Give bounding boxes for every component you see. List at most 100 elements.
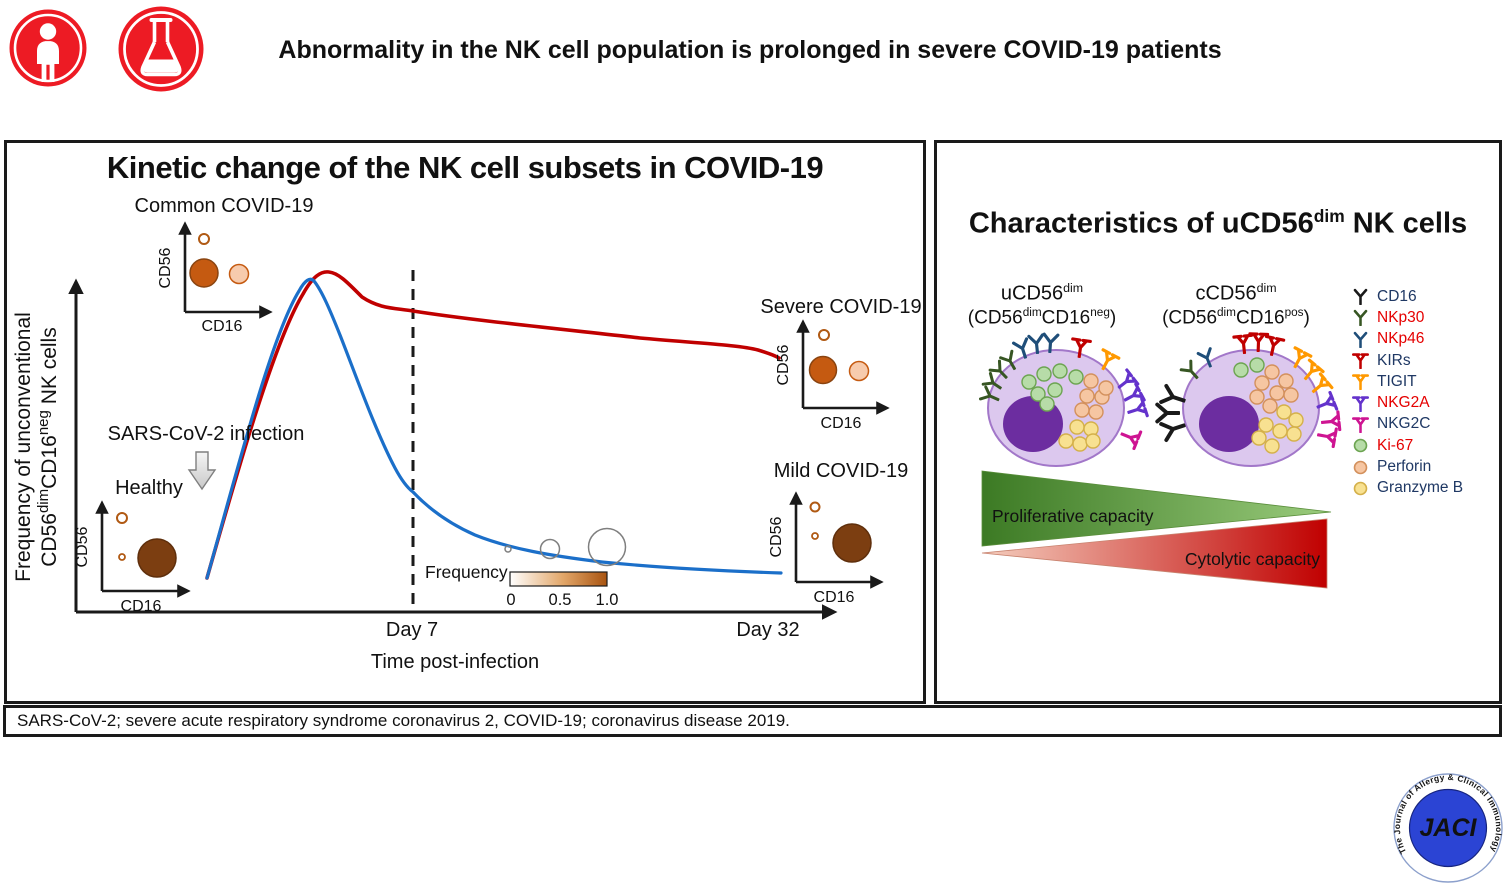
characteristics-panel-title: Characteristics of uCD56dim NK cells [940, 206, 1496, 241]
legend-row-nkg2c: NKG2C [1352, 414, 1502, 435]
colorbar-tick-0: 0 [506, 591, 515, 609]
cytolytic-capacity-wedge [981, 518, 1328, 589]
kinetics-chart: Frequency of unconventional CD56dimCD16n… [12, 195, 922, 673]
ccd56dim-label: cCD56dim (CD56dimCD16pos) [1162, 281, 1310, 328]
perforin-granule-icon [1353, 460, 1368, 474]
cd16-receptor-icon [1159, 415, 1189, 442]
legend-label: NKp30 [1377, 308, 1425, 326]
size-dot-large [587, 527, 627, 567]
nkp30-receptor-icon [1353, 310, 1368, 327]
mild-curve [205, 277, 783, 580]
kinetics-panel-title: Kinetic change of the NK cell subsets in… [106, 150, 824, 185]
population-dot-brown [832, 523, 872, 563]
ucd56dim-cell [979, 332, 1149, 467]
nkp46-receptor-icon [1353, 331, 1368, 348]
proliferative-capacity-wedge [981, 470, 1332, 547]
kir-receptor-icon [1352, 353, 1369, 370]
cd16-receptor-icon [1353, 288, 1368, 306]
population-dot-open-small [811, 532, 819, 540]
inset-healthy-ylabel: CD56 [74, 526, 91, 567]
kinetics-panel: Frequency of unconventional CD56dimCD16n… [4, 140, 926, 704]
population-dot-open [818, 329, 830, 341]
legend-row-nkg2a: NKG2A [1352, 392, 1502, 413]
inset-mild-title: Mild COVID-19 [774, 460, 908, 482]
nkg2c-receptor-icon [1315, 424, 1338, 449]
receptor-legend: CD16 NKp30 NKp46 KIRs TIGIT NKG2A NKG2C [1352, 286, 1502, 499]
legend-row-tigit: TIGIT [1352, 371, 1502, 392]
legend-row-kirs: KIRs [1352, 350, 1502, 371]
title-pre: Characteristics of uCD56 [968, 207, 1314, 240]
characteristics-panel: Proliferative capacity Cytolytic capacit… [934, 140, 1502, 704]
frequency-legend: Frequency 0 0.5 1.0 [425, 527, 627, 609]
perforin-granules [1249, 364, 1299, 414]
legend-label: CD16 [1377, 287, 1417, 305]
legend-label: NKp46 [1377, 330, 1425, 348]
y-axis-label-line1: Frequency of unconventional [12, 312, 35, 582]
tick-day32: Day 32 [736, 619, 799, 641]
nkg2c-receptor-icon [1352, 417, 1369, 433]
size-dot-medium [539, 538, 561, 560]
human-study-icon [9, 9, 87, 87]
inset-healthy-title: Healthy [115, 477, 183, 499]
population-dot-dark-orange [189, 258, 219, 288]
granzyme-b-granule-icon [1353, 481, 1368, 496]
legend-label: Granzyme B [1377, 479, 1464, 497]
footnote-bar: SARS-CoV-2; severe acute respiratory syn… [3, 705, 1502, 737]
inset-common-title: Common COVID-19 [135, 195, 314, 217]
infection-down-arrow [187, 451, 217, 491]
inset-common: Common COVID-19 CD56 CD16 [135, 195, 314, 335]
cytolytic-capacity-label: Cytolytic capacity [1185, 549, 1320, 569]
tick-day7: Day 7 [386, 619, 438, 641]
inset-severe: Severe COVID-19 CD56 CD16 [760, 296, 921, 432]
population-dot-dark-orange [808, 355, 838, 385]
inset-mild: Mild COVID-19 CD56 CD16 [768, 460, 908, 606]
title-sup: dim [1313, 206, 1345, 226]
page-title: Abnormality in the NK cell population is… [278, 36, 1222, 64]
nkg2a-receptor-icon [1352, 395, 1369, 412]
severe-curve [205, 270, 781, 580]
ki67-granule-icon [1353, 438, 1368, 453]
ki67-granules [1021, 363, 1084, 412]
infection-annotation: SARS-CoV-2 infection [108, 423, 305, 445]
inset-mild-ylabel: CD56 [768, 516, 785, 557]
population-dot-open [116, 512, 128, 524]
jaci-journal-logo: The Journal of Allergy & Clinical Immuno… [1392, 772, 1504, 883]
legend-label: NKG2A [1377, 394, 1430, 412]
nkg2a-receptor-icon [1124, 397, 1149, 423]
population-dot-open [809, 501, 821, 513]
legend-row-ki67: Ki-67 [1352, 435, 1502, 456]
size-dot-small [504, 545, 512, 553]
nkg2c-receptor-icon [1116, 424, 1143, 451]
ki67-granules [1233, 357, 1265, 378]
legend-label: Ki-67 [1377, 436, 1414, 454]
population-dot-brown [137, 538, 177, 578]
frequency-legend-title: Frequency [425, 562, 508, 582]
legend-label: NKG2C [1377, 415, 1431, 433]
inset-healthy: Healthy CD56 CD16 [74, 477, 191, 615]
ccd56dim-cell [1155, 332, 1342, 467]
proliferative-capacity-label: Proliferative capacity [992, 506, 1154, 526]
inset-healthy-xlabel: CD16 [121, 598, 162, 615]
granzyme-granules [1251, 404, 1304, 454]
colorbar-tick-05: 0.5 [549, 591, 572, 609]
cd16-receptor-icon [1155, 402, 1180, 424]
colorbar-tick-1: 1.0 [596, 591, 619, 609]
legend-label: Perforin [1377, 458, 1432, 476]
logo-acronym: JACI [1420, 814, 1478, 842]
granzyme-granules [1058, 419, 1101, 452]
tigit-receptor-icon [1352, 374, 1369, 391]
nk-cells-figure: Proliferative capacity Cytolytic capacit… [979, 332, 1342, 589]
population-dot-open-small [118, 553, 126, 561]
population-dot-peach [848, 360, 870, 382]
x-axis-label: Time post-infection [371, 651, 539, 673]
legend-row-cd16: CD16 [1352, 286, 1502, 307]
inset-severe-title: Severe COVID-19 [760, 296, 921, 318]
inset-severe-xlabel: CD16 [821, 415, 862, 432]
frequency-colorbar [509, 571, 608, 587]
legend-label: TIGIT [1377, 372, 1417, 390]
population-dot-open [198, 233, 210, 245]
title-post: NK cells [1344, 207, 1468, 240]
in-vitro-flask-icon [118, 6, 204, 92]
inset-common-ylabel: CD56 [157, 247, 174, 288]
